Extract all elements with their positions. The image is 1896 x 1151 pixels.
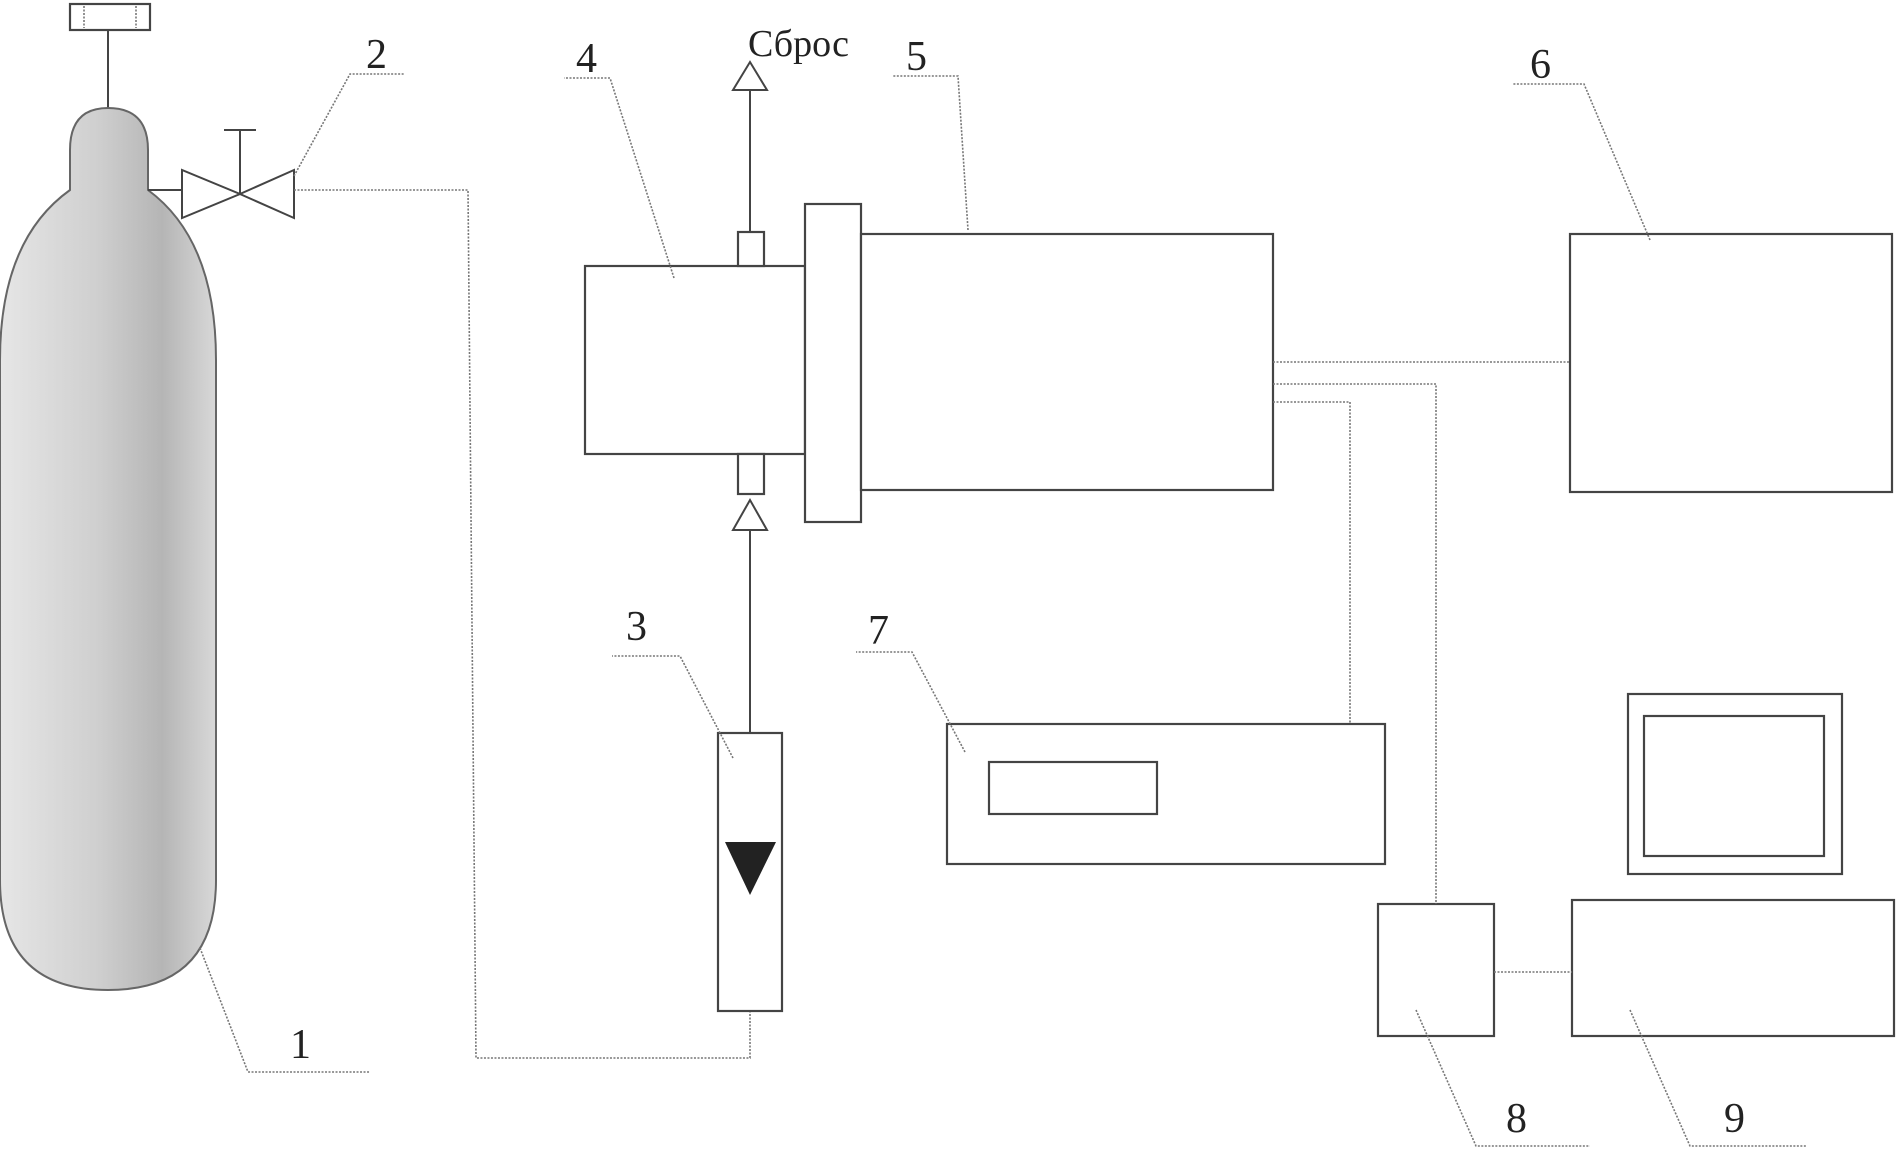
- leader-6: [1512, 83, 1651, 241]
- flowmeter-float: [725, 842, 776, 895]
- exhaust-arrow: [731, 60, 769, 91]
- monitor-screen: [1642, 714, 1826, 858]
- label-1: 1: [290, 1022, 311, 1068]
- link-5-7: [1273, 401, 1351, 724]
- computer: [1570, 692, 1896, 1038]
- cylinder-body: [0, 106, 217, 992]
- leader-9: [1629, 1009, 1806, 1147]
- chamber-inlet: [736, 452, 766, 496]
- label-4: 4: [576, 36, 597, 82]
- flange: [803, 202, 863, 524]
- valve-left-triangle: [181, 168, 243, 220]
- exhaust-label: Сброс: [748, 23, 849, 65]
- valve: [148, 129, 295, 220]
- block-7: [945, 722, 1387, 866]
- cylinder-cap: [68, 2, 152, 32]
- flow-arrow-up: [731, 497, 769, 531]
- chamber-box: [583, 264, 807, 456]
- gas-cylinder: [0, 2, 217, 992]
- label-2: 2: [366, 32, 387, 78]
- leader-lines: [199, 73, 1806, 1147]
- flowmeter: [716, 497, 784, 1013]
- block-8: [1376, 902, 1496, 1038]
- valve-right-triangle: [237, 168, 295, 220]
- gas-line: [294, 189, 751, 1059]
- leader-1: [199, 947, 370, 1073]
- leader-4: [564, 77, 675, 279]
- chamber: [583, 60, 807, 496]
- chamber-outlet: [736, 230, 766, 268]
- leader-8: [1415, 1009, 1590, 1147]
- link-5-8: [1273, 383, 1437, 904]
- block-6: [1568, 232, 1894, 494]
- leader-2: [293, 73, 404, 177]
- leader-3: [612, 655, 734, 759]
- label-6: 6: [1530, 42, 1551, 88]
- label-7: 7: [868, 608, 889, 654]
- leader-5: [892, 75, 969, 231]
- main-device: [859, 232, 1275, 492]
- leader-7: [856, 651, 966, 753]
- label-9: 9: [1724, 1096, 1745, 1142]
- label-5: 5: [906, 34, 927, 80]
- label-3: 3: [626, 604, 647, 650]
- system-unit: [1570, 898, 1896, 1038]
- label-8: 8: [1506, 1096, 1527, 1142]
- block-7-display: [987, 760, 1159, 816]
